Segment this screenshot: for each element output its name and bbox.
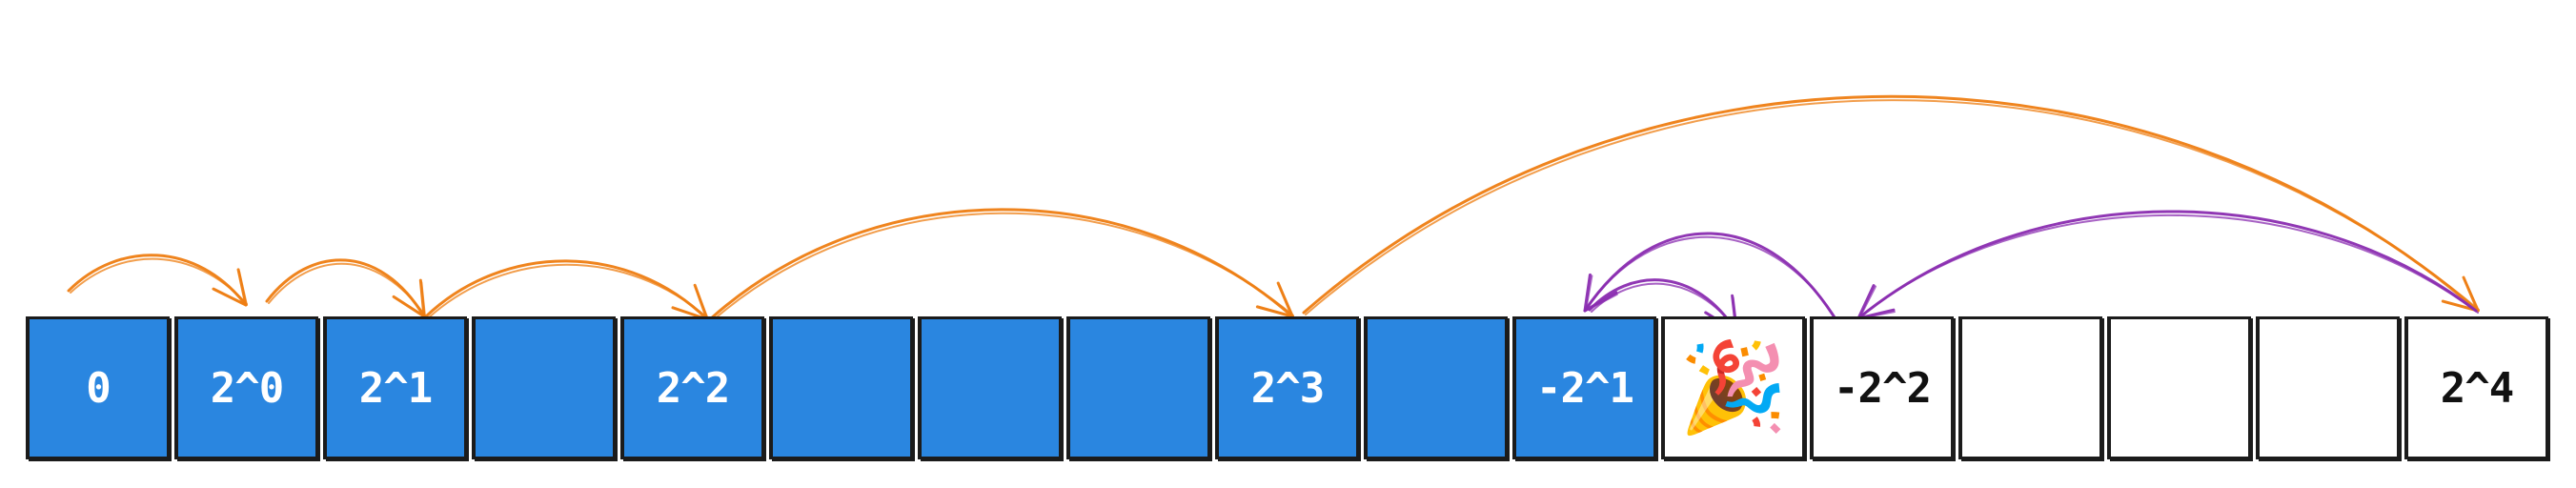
jump-arrow-4 (1302, 94, 2480, 315)
jump-arrowhead-4 (2441, 275, 2480, 313)
array-cell-5 (770, 316, 913, 459)
jump-arrow-0 (67, 254, 248, 307)
array-cell-2: 2^1 (324, 316, 467, 459)
array-cell-16: 2^4 (2405, 316, 2548, 459)
party-popper-icon: 🎉 (1678, 336, 1789, 438)
jump-arrowhead-1 (392, 278, 426, 318)
jump-arrowhead-0 (212, 268, 248, 307)
jump-arrowhead-4-shadow (2444, 278, 2480, 312)
array-cells: 0 2^0 2^1 2^2 2^3 -2^1 🎉 -2^2 2^4 (27, 316, 2552, 459)
array-cell-7 (1067, 316, 1210, 459)
cell-label-2: 2^1 (358, 363, 433, 413)
array-cell-9 (1365, 316, 1508, 459)
array-cell-6 (919, 316, 1062, 459)
jump-arrow-2-shadow (427, 263, 709, 319)
array-cell-1: 2^0 (175, 316, 318, 459)
jump-arrow-6-shadow (1585, 235, 1840, 325)
jump-arrow-5 (1856, 210, 2478, 320)
cell-label-8: 2^3 (1250, 363, 1325, 413)
jump-arrow-1-shadow (268, 262, 426, 316)
cell-label-1: 2^0 (210, 363, 284, 413)
jump-arrowhead-3-shadow (1258, 284, 1294, 317)
jump-arrowhead-5-shadow (1858, 285, 1896, 319)
cell-label-10: -2^1 (1536, 363, 1634, 413)
jump-arrowhead-2 (671, 283, 709, 321)
jump-arrowhead-6-shadow (1585, 274, 1618, 312)
jump-arrow-0-shadow (70, 257, 248, 305)
array-cell-11: 🎉 (1662, 316, 1805, 459)
jump-arrow-6 (1583, 232, 1839, 324)
jump-arrow-1 (265, 258, 426, 318)
jump-arrowhead-1-shadow (395, 281, 426, 317)
jump-arrowhead-0-shadow (213, 270, 248, 306)
cell-label-12: -2^2 (1834, 363, 1932, 413)
cell-label-4: 2^2 (656, 363, 730, 413)
cell-label-16: 2^4 (2440, 363, 2514, 413)
jump-arrow-2 (424, 259, 709, 321)
jump-arrowhead-6 (1583, 273, 1618, 313)
jump-arrow-3-shadow (711, 212, 1294, 322)
jump-arrowhead-2-shadow (673, 286, 709, 320)
array-cell-14 (2108, 316, 2251, 459)
array-cell-10: -2^1 (1513, 316, 1656, 459)
jump-arrow-5-shadow (1858, 214, 2479, 318)
array-cell-13 (1959, 316, 2102, 459)
array-cell-8: 2^3 (1216, 316, 1359, 459)
array-cell-12: -2^2 (1811, 316, 1954, 459)
array-cell-3 (473, 316, 616, 459)
jump-arrow-3 (708, 208, 1294, 321)
cell-label-0: 0 (86, 363, 111, 413)
array-cell-4: 2^2 (621, 316, 764, 459)
array-cell-15 (2257, 316, 2400, 459)
jump-arrow-4-shadow (1305, 99, 2480, 315)
jump-arrowhead-5 (1856, 284, 1896, 320)
array-cell-0: 0 (27, 316, 170, 459)
jump-arrowhead-3 (1255, 281, 1294, 318)
